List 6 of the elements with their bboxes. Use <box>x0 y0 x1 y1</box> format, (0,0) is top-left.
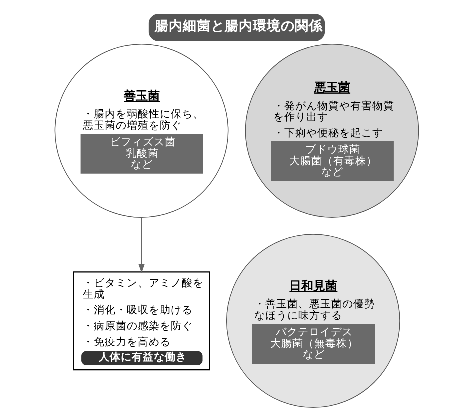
node-box: ・ビタミン、アミノ酸を生成 ・消化・吸収を助ける ・病原菌の感染を防ぐ ・免疫力を高める 人体に有益な働き <box>72 272 210 371</box>
diagram-title: 腸内細菌と腸内環境の関係 <box>154 18 322 34</box>
arrow <box>138 217 144 274</box>
node-circle: 善玉菌 ・腸内を弱酸性に保ち、悪玉菌の増殖を防ぐ ビフィズス菌 乳酸菌 など <box>54 44 228 218</box>
node-circle: 日和見菌 ・善玉菌、悪玉菌の優勢なほうに味方する バクテロイデス 大腸菌（無毒株） など <box>226 234 400 408</box>
node-circle: 悪玉菌 ・発がん物質や有害物質を作り出す ・下痢や便秘を起こす ブドウ球菌 大腸菌（有毒株） など <box>244 44 419 218</box>
